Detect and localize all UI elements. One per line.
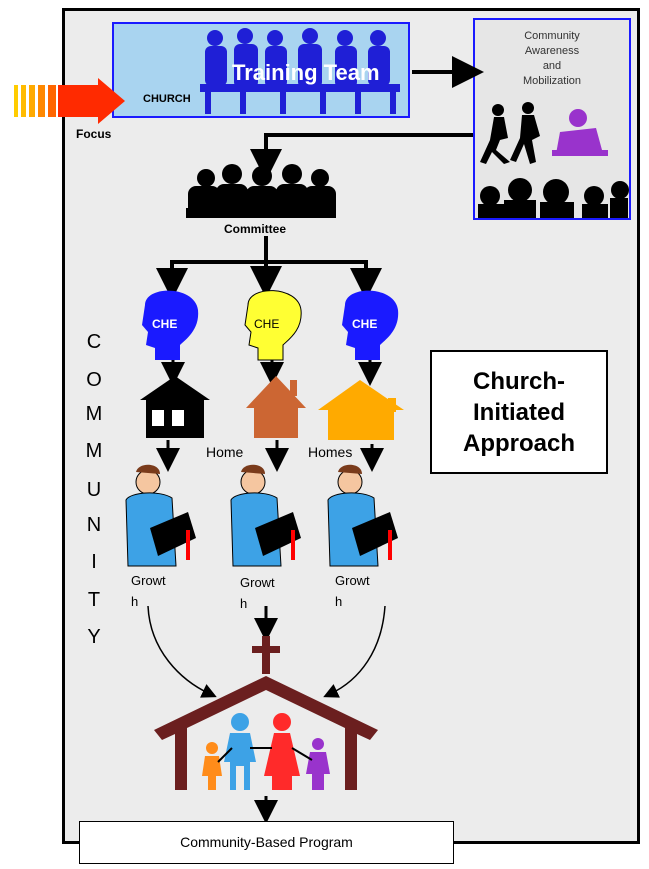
family-icon [202,713,330,790]
che-head-icon-1 [142,290,199,360]
committee-branches [156,236,382,300]
home-label: Home [206,444,244,460]
house-icon-black [140,376,210,438]
awareness-line1: Community [524,30,580,42]
committee-label: Committee [224,222,287,236]
training-team-label: Training Team [232,60,380,85]
focus-label: Focus [76,127,112,141]
che-head-icon-3 [342,290,399,360]
house-to-reader-arrows [156,440,384,472]
che-head-icon-2 [244,290,302,361]
bottom-program-box: Community-Based Program [79,821,454,864]
community-letter: C [86,331,102,353]
community-letter: M [85,403,103,425]
approach-line1: Church- [473,368,565,395]
arrow-to-committee [250,133,473,181]
curve-arrow-right [323,605,386,698]
house-icon-orange [318,380,404,440]
reader-icon-3 [327,464,398,567]
che-to-house-arrows [161,360,382,386]
awareness-crowd-icon [478,178,629,218]
che-label-2: CHE [254,317,280,331]
che-label-3: CHE [352,317,378,331]
awareness-line4: Mobilization [522,75,582,87]
focus-arrow-icon [14,78,125,124]
bottom-program-label: Community-Based Program [180,834,353,850]
community-letter: N [86,514,102,536]
homes-label: Homes [308,444,353,460]
walking-people-icon [480,102,540,164]
community-letter: M [85,440,103,462]
growth-label-2-line1: Growt [240,575,275,590]
che-label-1: CHE [152,317,178,331]
community-letter: Y [87,626,101,648]
church-icon [154,636,378,790]
awareness-line3: and [542,60,562,72]
reader-icon-2 [230,464,301,567]
growth-label-1-line1: Growt [131,573,166,588]
community-letter: I [91,551,97,573]
church-label: CHURCH [143,93,191,105]
training-team-people-icon [200,28,400,114]
growth-label-1-line2: h [131,594,139,609]
community-letter: T [87,589,101,611]
awareness-line2: Awareness [524,45,580,57]
growth-label-3-line2: h [335,594,343,609]
house-icon-brown [246,376,306,438]
community-letter: O [86,369,102,391]
curve-arrow-left [147,605,217,698]
approach-line2: Initiated [472,399,565,426]
purple-figure-icon [552,109,608,156]
growth-label-2-line2: h [240,596,248,611]
community-letter: U [86,479,102,501]
approach-box: Church- Initiated Approach [430,350,608,474]
committee-people-icon [186,164,336,218]
reader-icon-1 [125,464,196,567]
growth-label-3-line1: Growt [335,573,370,588]
approach-line3: Approach [462,430,575,457]
